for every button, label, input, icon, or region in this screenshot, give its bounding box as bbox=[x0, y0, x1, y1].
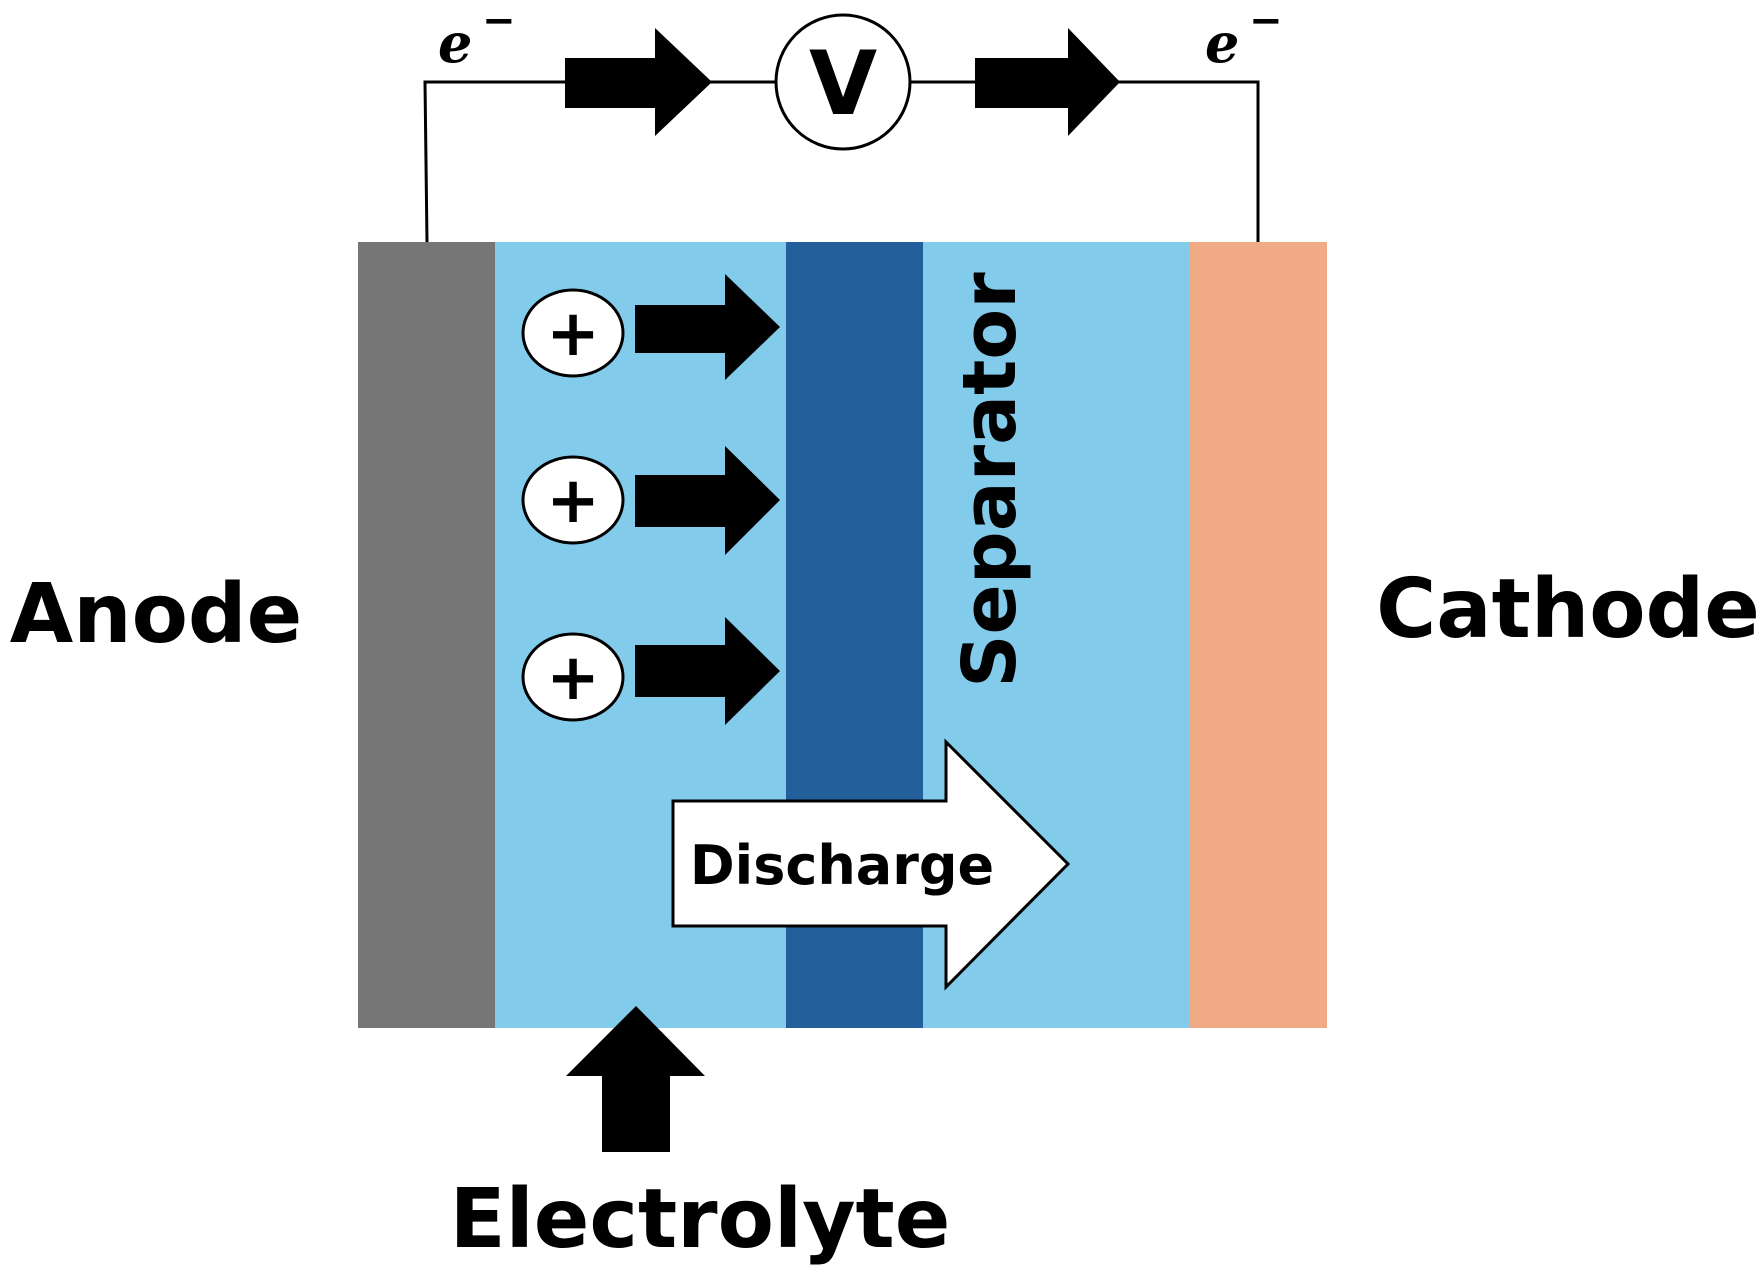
positive-ion-icon bbox=[521, 632, 625, 722]
electron-charge-right: − bbox=[1249, 0, 1283, 44]
anode-label: Anode bbox=[10, 567, 303, 662]
positive-ion-3: + bbox=[521, 617, 780, 725]
positive-ion-1: + bbox=[521, 274, 780, 380]
circuit-wire-right bbox=[1118, 80, 1260, 242]
voltmeter-icon: V bbox=[774, 13, 912, 151]
cathode-electrode bbox=[1190, 242, 1327, 1028]
discharge-label: Discharge bbox=[690, 834, 994, 897]
electron-flow-arrow-left bbox=[565, 28, 712, 136]
voltmeter-label: V bbox=[809, 32, 877, 135]
electrolyte-label: Electrolyte bbox=[450, 1172, 951, 1267]
electrolyte-pointer-arrow bbox=[566, 1006, 705, 1152]
positive-ion-icon bbox=[521, 288, 625, 378]
ion-sign: + bbox=[546, 641, 600, 715]
anode-electrode bbox=[358, 242, 495, 1028]
ion-sign: + bbox=[546, 464, 600, 538]
positive-ion-2: + bbox=[521, 446, 780, 555]
ion-flow-arrow bbox=[635, 617, 780, 725]
electron-charge-left: − bbox=[482, 0, 516, 44]
external-circuit bbox=[423, 80, 1260, 243]
ion-sign: + bbox=[546, 297, 600, 371]
electron-flow-arrow-right bbox=[975, 28, 1120, 136]
electron-symbol-left: e bbox=[438, 11, 472, 75]
circuit-wire-left bbox=[423, 80, 565, 243]
electron-label-right: e − bbox=[1205, 0, 1283, 75]
discharge-arrow: Discharge bbox=[671, 738, 1071, 991]
cathode-label: Cathode bbox=[1376, 562, 1760, 657]
electron-label-left: e − bbox=[438, 0, 516, 75]
ion-flow-arrow bbox=[635, 274, 780, 380]
separator-label: Separator bbox=[947, 272, 1033, 688]
positive-ion-icon bbox=[521, 455, 625, 545]
ion-flow-arrow bbox=[635, 446, 780, 555]
electron-symbol-right: e bbox=[1205, 11, 1239, 75]
